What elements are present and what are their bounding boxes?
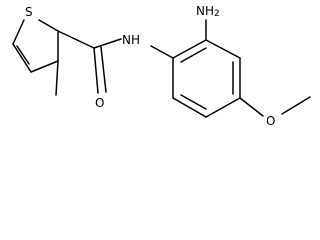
bond-c1-c2 [172, 39, 207, 59]
nh-label: NH [122, 33, 140, 47]
bond-methyl [55, 60, 59, 96]
bond-ring-o-methoxy [239, 97, 264, 117]
bond-c4-c5-double [16, 45, 30, 65]
bond-o-methyl [281, 96, 311, 115]
bond-c2-c3 [205, 39, 241, 59]
bond-c4-c5 [205, 97, 241, 118]
bond-c3-c4 [30, 60, 59, 73]
sulfur-label: S [25, 5, 33, 19]
bond-c5-c6 [172, 97, 207, 118]
bond-s-c2 [38, 19, 59, 32]
bond-c1-c2-inner [180, 47, 207, 63]
nh2-label: NH2 [196, 4, 220, 19]
bond-c5-c6-inner [180, 94, 207, 110]
molecule-structure: S NH NH2 O O [12, 4, 311, 128]
bond-carbonyl-o [93, 47, 99, 94]
benzene-ring [172, 39, 241, 118]
bond-n-ring [150, 45, 174, 59]
bond-c5-s [12, 19, 25, 45]
ether-oxygen-label: O [266, 114, 275, 128]
thiophene-ring [12, 19, 59, 73]
bond-carbonyl-n [93, 38, 122, 49]
bond-carbonyl-o-double [100, 46, 107, 93]
bond-c4-c5 [12, 43, 32, 73]
carbonyl-oxygen-label: O [95, 96, 104, 110]
amide-group [57, 30, 174, 94]
bond-c2-carbonyl [57, 30, 95, 49]
